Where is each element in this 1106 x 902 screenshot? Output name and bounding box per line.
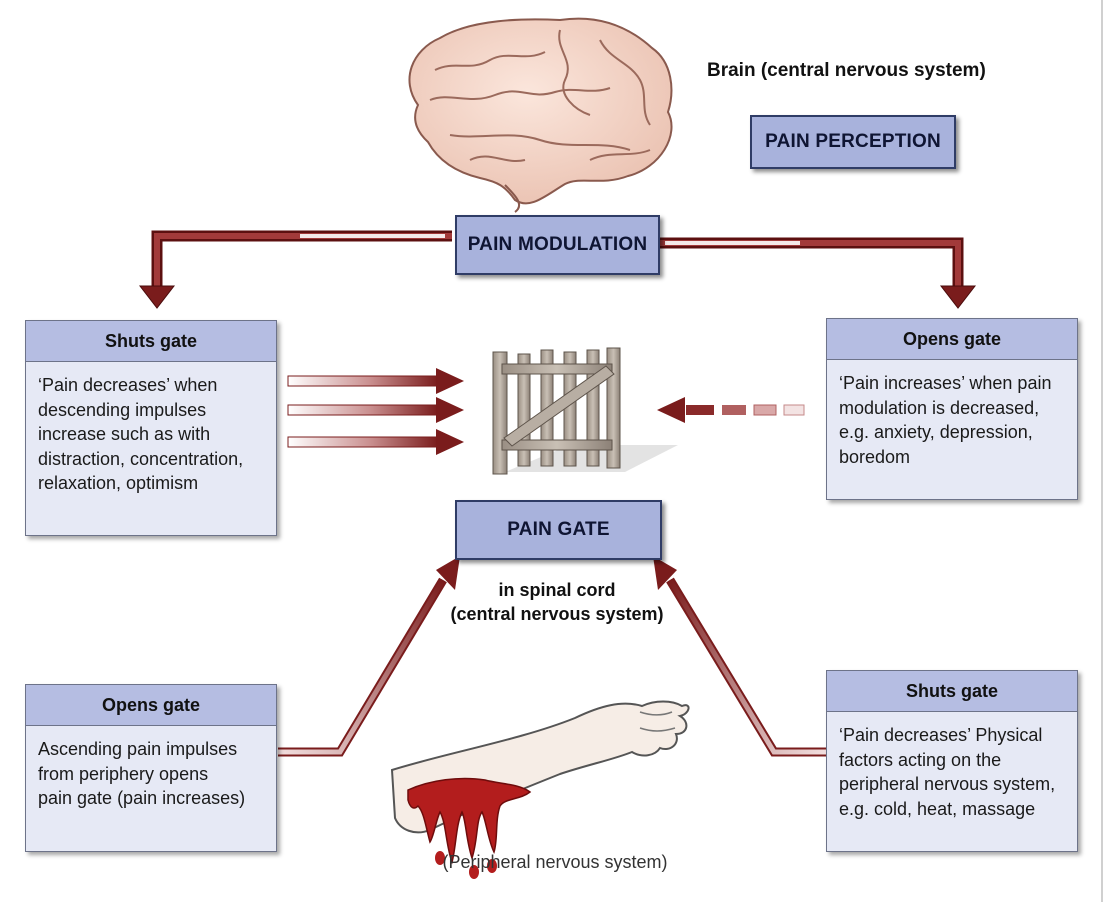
panel-title: Opens gate <box>827 319 1077 360</box>
panel-body: ‘Pain decreases’ when descending impulse… <box>38 373 266 496</box>
ascending-arrow-left <box>278 556 460 757</box>
peripheral-label: (Peripheral nervous system) <box>442 852 668 872</box>
panel-title: Shuts gate <box>26 321 276 362</box>
panel-line: distraction, concentration, <box>38 448 244 469</box>
panel-opens-gate-ascending: Opens gate Ascending pain impulses from … <box>25 684 277 852</box>
panel-line: modulation is decreased, <box>839 397 1040 418</box>
panel-line: increase such as with <box>38 424 211 444</box>
panel-title: Shuts gate <box>827 671 1077 712</box>
panel-line: ‘Pain decreases’ Physical <box>839 725 1043 745</box>
panel-line: e.g. cold, heat, massage <box>839 798 1036 819</box>
pain-gate-box: PAIN GATE <box>455 500 662 560</box>
panel-line: ‘Pain increases’ when pain <box>839 373 1052 393</box>
panel-body: ‘Pain increases’ when pain modulation is… <box>839 371 1067 469</box>
spinal-cord-label: in spinal cord (central nervous system) <box>420 578 694 626</box>
panel-line: descending impulses <box>38 399 207 420</box>
panel-line: e.g. anxiety, depression, <box>839 422 1033 442</box>
panel-line: ‘Pain decreases’ when <box>38 375 218 395</box>
panel-line: boredom <box>839 446 911 467</box>
panel-line: from periphery opens <box>38 763 209 784</box>
shut-arrow-3 <box>287 429 464 455</box>
shut-arrow-1 <box>287 368 464 394</box>
panel-line: relaxation, optimism <box>38 473 199 493</box>
modulation-arrow-left <box>138 230 452 309</box>
pain-perception-box: PAIN PERCEPTION <box>750 115 956 169</box>
modulation-arrow-right <box>658 237 977 309</box>
panel-line: peripheral nervous system, <box>839 774 1056 794</box>
panel-line: pain gate (pain increases) <box>38 788 246 808</box>
wounded-arm-icon <box>390 700 690 879</box>
panel-title: Opens gate <box>26 685 276 726</box>
shuts-gate-arrows <box>287 368 464 455</box>
spinal-cord-label-line-2: (central nervous system) <box>450 604 664 624</box>
panel-shuts-gate-descending: Shuts gate ‘Pain decreases’ when descend… <box>25 320 277 536</box>
panel-line: Ascending pain impulses <box>38 739 238 759</box>
brain-label: Brain (central nervous system) <box>707 60 986 81</box>
brain-icon <box>408 17 673 213</box>
opens-gate-dashed-arrow <box>657 397 805 423</box>
gate-icon <box>492 347 678 475</box>
ascending-arrow-right <box>653 556 826 757</box>
panel-shuts-gate-physical: Shuts gate ‘Pain decreases’ Physical fac… <box>826 670 1078 852</box>
shut-arrow-2 <box>287 397 464 423</box>
panel-opens-gate-modulation: Opens gate ‘Pain increases’ when pain mo… <box>826 318 1078 500</box>
right-edge-border <box>1101 0 1103 902</box>
panel-body: ‘Pain decreases’ Physical factors acting… <box>839 723 1067 821</box>
panel-body: Ascending pain impulses from periphery o… <box>38 737 266 811</box>
spinal-cord-label-line-1: in spinal cord <box>498 580 616 600</box>
panel-line: factors acting on the <box>839 749 1002 770</box>
pain-modulation-box: PAIN MODULATION <box>455 215 660 275</box>
